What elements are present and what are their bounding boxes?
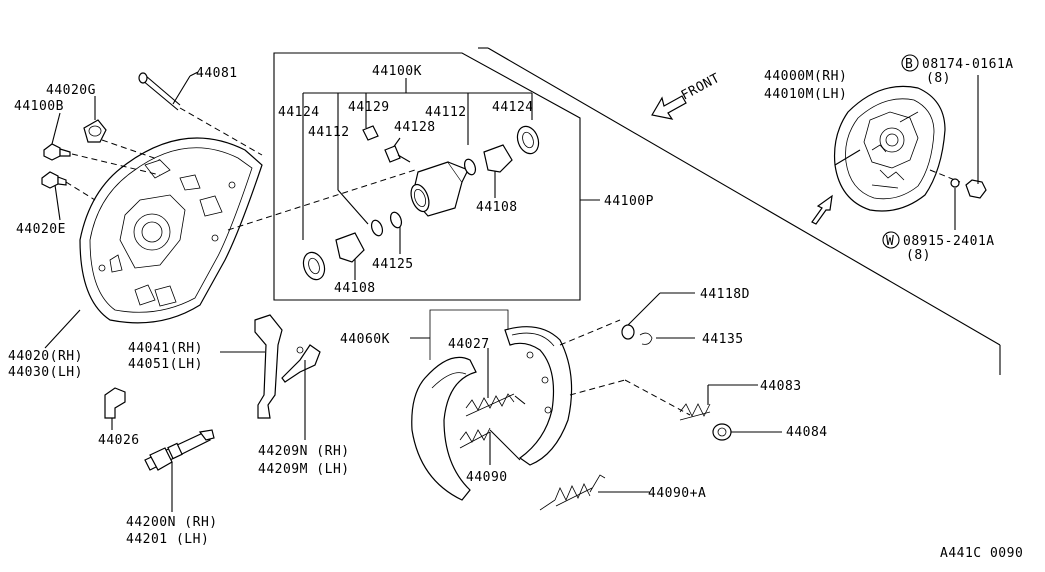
label-44125: 44125 xyxy=(372,257,414,272)
label-44200N: 44200N (RH) xyxy=(126,515,218,530)
label-44041RH: 44041(RH) xyxy=(128,341,203,356)
label-44112-right: 44112 xyxy=(425,105,467,120)
circle-W-letter: W xyxy=(886,234,894,249)
label-44135: 44135 xyxy=(702,332,744,347)
label-44090A: 44090+A xyxy=(648,486,706,501)
spring-44090A xyxy=(539,474,650,511)
spring-44083-cup-44084 xyxy=(569,379,782,441)
adjuster-44200N xyxy=(144,429,215,512)
label-44128: 44128 xyxy=(394,120,436,135)
label-44100B: 44100B xyxy=(14,99,64,114)
front-arrow xyxy=(651,95,687,120)
circle-B-letter: B xyxy=(905,57,913,72)
bolt-44081 xyxy=(138,71,263,156)
label-44112-left: 44112 xyxy=(308,125,350,140)
grommet-44020G xyxy=(83,96,161,161)
label-44100K: 44100K xyxy=(372,64,422,79)
label-44000M: 44000M(RH) xyxy=(764,69,847,84)
label-44124-left: 44124 xyxy=(278,105,320,120)
label-44010M: 44010M(LH) xyxy=(764,87,847,102)
leader-backplate xyxy=(44,309,81,349)
screw-44100B xyxy=(43,112,161,176)
lever-44041 xyxy=(220,314,321,440)
label-bolt-qty: (8) xyxy=(926,71,951,86)
label-washer-qty: (8) xyxy=(906,248,931,263)
diagram-id: A441C 0090 xyxy=(940,546,1023,561)
label-44081: 44081 xyxy=(196,66,238,81)
label-44090: 44090 xyxy=(466,470,508,485)
circle-B-icon xyxy=(901,54,919,72)
label-44051LH: 44051(LH) xyxy=(128,357,203,372)
brake-shoes xyxy=(410,309,573,501)
brake-assembly xyxy=(811,75,987,230)
label-44026: 44026 xyxy=(98,433,140,448)
wheel-cylinder-parts xyxy=(302,125,540,281)
label-44124-right: 44124 xyxy=(492,100,534,115)
label-44129: 44129 xyxy=(348,100,390,115)
label-44201: 44201 (LH) xyxy=(126,532,209,547)
label-44209M: 44209M (LH) xyxy=(258,462,350,477)
cylinder-dash xyxy=(227,169,416,231)
label-44108-right: 44108 xyxy=(476,200,518,215)
circle-W-icon xyxy=(882,231,900,249)
part-44026 xyxy=(104,387,126,430)
label-44100P: 44100P xyxy=(604,194,654,209)
label-washer-08915: 08915-2401A xyxy=(903,234,995,249)
label-44020E: 44020E xyxy=(16,222,66,237)
label-44027: 44027 xyxy=(448,337,490,352)
retainer-44118D-44135 xyxy=(559,292,695,346)
springs-44027-44090 xyxy=(459,348,526,465)
back-plate xyxy=(79,137,263,324)
label-bolt-08174: 08174-0161A xyxy=(922,57,1014,72)
label-44030LH: 44030(LH) xyxy=(8,365,83,380)
label-44020RH: 44020(RH) xyxy=(8,349,83,364)
label-44084: 44084 xyxy=(786,425,828,440)
wheel-cylinder-box xyxy=(273,52,581,301)
labels: 44081 44020G 44100B 44020E 44020(RH) 440… xyxy=(8,54,1023,561)
label-44108-left: 44108 xyxy=(334,281,376,296)
label-44060K: 44060K xyxy=(340,332,390,347)
label-44083: 44083 xyxy=(760,379,802,394)
nut-44020E xyxy=(41,171,96,221)
label-44020G: 44020G xyxy=(46,83,96,98)
label-44209N: 44209N (RH) xyxy=(258,444,350,459)
label-44118D: 44118D xyxy=(700,287,750,302)
separator-line xyxy=(478,47,1001,375)
label-front: FRONT xyxy=(679,71,723,104)
